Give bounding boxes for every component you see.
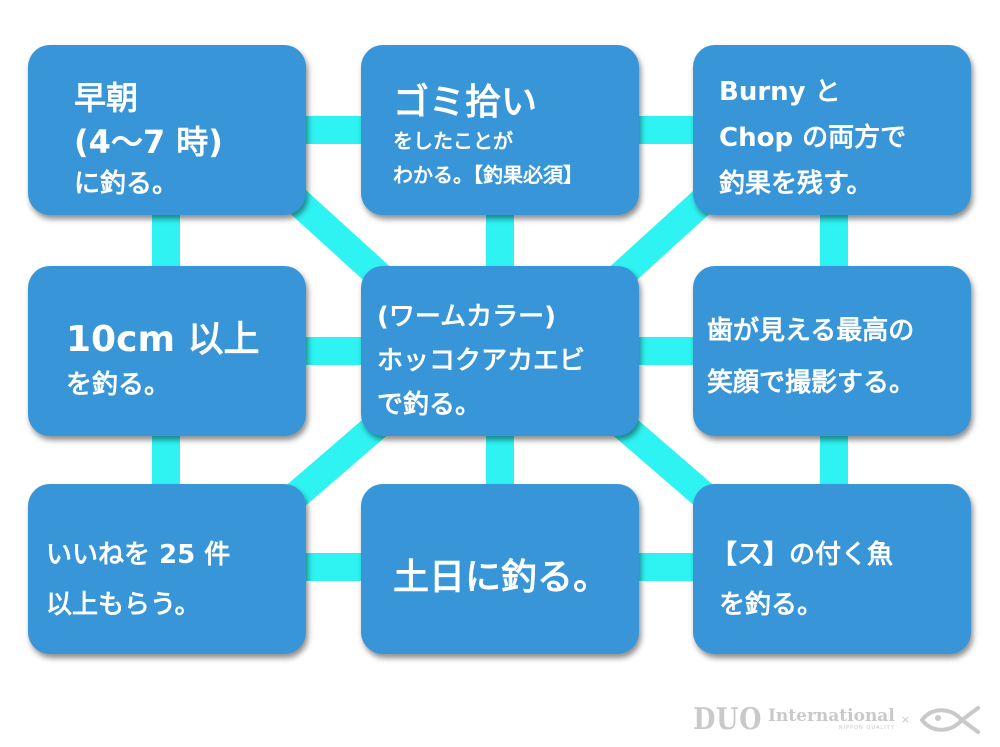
card-burny-chop-line-3: 釣果を残す。 <box>719 169 873 199</box>
card-su-fish[interactable]: 【ス】の付く魚 を釣る。 <box>693 484 971 654</box>
card-over-10cm-line-1: 10cm 以上 <box>66 319 260 360</box>
card-early-morning-line-1: 早朝 <box>74 79 139 117</box>
card-early-morning[interactable]: 早朝 (4〜7 時) に釣る。 <box>28 45 306 215</box>
card-worm-color[interactable]: (ワームカラー) ホッコクアカエビ で釣る。 <box>361 266 639 436</box>
card-burny-chop-line-1: Burny と <box>719 77 841 107</box>
card-burny-chop[interactable]: Burny と Chop の両方で 釣果を残す。 <box>693 45 971 215</box>
card-worm-color-line-2: ホッコクアカエビ <box>377 346 586 376</box>
card-litter-pickup-line-3: わかる。【釣果必須】 <box>393 163 583 187</box>
card-weekend[interactable]: 土日に釣る。 <box>361 484 639 654</box>
card-early-morning-line-2: (4〜7 時) <box>74 123 223 161</box>
card-early-morning-line-3: に釣る。 <box>74 169 179 199</box>
card-teeth-smile-line-2: 笑顔で撮影する。 <box>707 368 916 398</box>
card-su-fish-line-1: 【ス】の付く魚 <box>711 540 894 570</box>
logo-separator: × <box>900 713 910 726</box>
fish-icon <box>919 705 980 734</box>
card-teeth-smile[interactable]: 歯が見える最高の 笑顔で撮影する。 <box>693 266 971 436</box>
logo-international: International NIPPON QUALITY <box>768 708 895 731</box>
brand-logo: DUO International NIPPON QUALITY × <box>681 702 984 737</box>
card-teeth-smile-line-1: 歯が見える最高の <box>707 316 915 346</box>
card-likes-25-line-2: 以上もらう。 <box>46 590 201 620</box>
card-burny-chop-line-2: Chop の両方で <box>719 123 907 153</box>
card-litter-pickup[interactable]: ゴミ拾い をしたことが わかる。【釣果必須】 <box>361 45 639 215</box>
card-su-fish-line-2: を釣る。 <box>719 590 824 620</box>
card-likes-25[interactable]: いいねを 25 件 以上もらう。 <box>28 484 306 654</box>
card-over-10cm[interactable]: 10cm 以上 を釣る。 <box>28 266 306 436</box>
card-litter-pickup-line-2: をしたことが <box>393 129 513 153</box>
logo-duo: DUO <box>692 702 762 737</box>
card-over-10cm-line-2: を釣る。 <box>66 370 171 400</box>
card-worm-color-line-3: で釣る。 <box>377 390 482 420</box>
card-worm-color-line-1: (ワームカラー) <box>377 302 556 332</box>
logo-tagline: NIPPON QUALITY <box>838 725 895 731</box>
card-likes-25-line-1: いいねを 25 件 <box>46 540 231 570</box>
card-weekend-line-1: 土日に釣る。 <box>393 557 610 598</box>
card-litter-pickup-line-1: ゴミ拾い <box>393 82 538 123</box>
logo-international-word: International <box>767 706 895 726</box>
